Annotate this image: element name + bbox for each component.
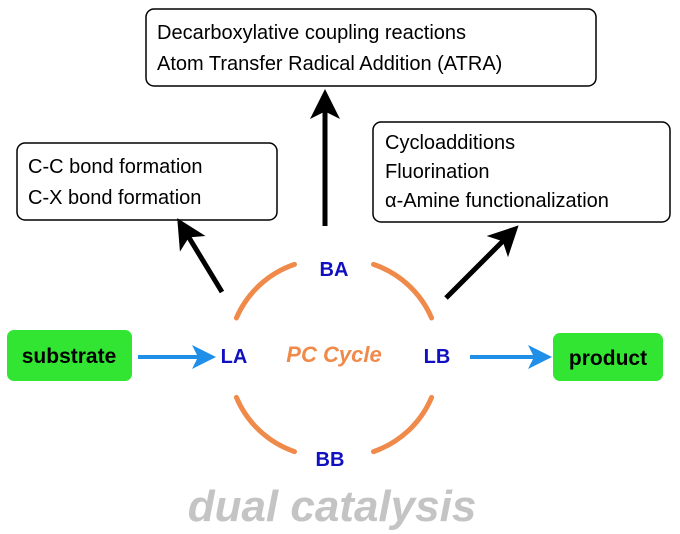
- pc-cycle: [233, 261, 435, 455]
- product-box: product: [553, 333, 663, 381]
- substrate-label: substrate: [22, 345, 117, 368]
- box-top-line-1: Decarboxylative coupling reactions: [157, 22, 466, 44]
- cycle-label: PC Cycle: [286, 342, 381, 367]
- cycle-arc-bottom-left: [233, 394, 297, 455]
- box-top-line-2: Atom Transfer Radical Addition (ATRA): [157, 53, 502, 75]
- box-right: Cycloadditions Fluorination α-Amine func…: [372, 121, 671, 223]
- node-la: LA: [221, 346, 248, 368]
- box-right-line-2: Fluorination: [385, 161, 490, 183]
- arrow-to-left-box: [177, 218, 225, 294]
- node-ba: BA: [320, 259, 349, 281]
- box-left-line-1: C-C bond formation: [28, 156, 203, 178]
- box-top: Decarboxylative coupling reactions Atom …: [145, 8, 597, 87]
- cycle-arc-top-right: [371, 261, 435, 321]
- substrate-box: substrate: [7, 330, 132, 381]
- cycle-arc-bottom-right: [371, 394, 435, 455]
- box-left-line-2: C-X bond formation: [28, 187, 201, 209]
- cycle-arc-top-left: [233, 261, 297, 321]
- node-bb: BB: [316, 449, 345, 471]
- arrow-to-right-box: [444, 225, 519, 300]
- node-lb: LB: [424, 346, 451, 368]
- box-left: C-C bond formation C-X bond formation: [16, 142, 278, 221]
- footer-dual-catalysis: dual catalysis: [188, 482, 477, 531]
- box-right-line-3: α-Amine functionalization: [385, 190, 609, 212]
- box-right-line-1: Cycloadditions: [385, 132, 515, 154]
- product-label: product: [569, 347, 647, 370]
